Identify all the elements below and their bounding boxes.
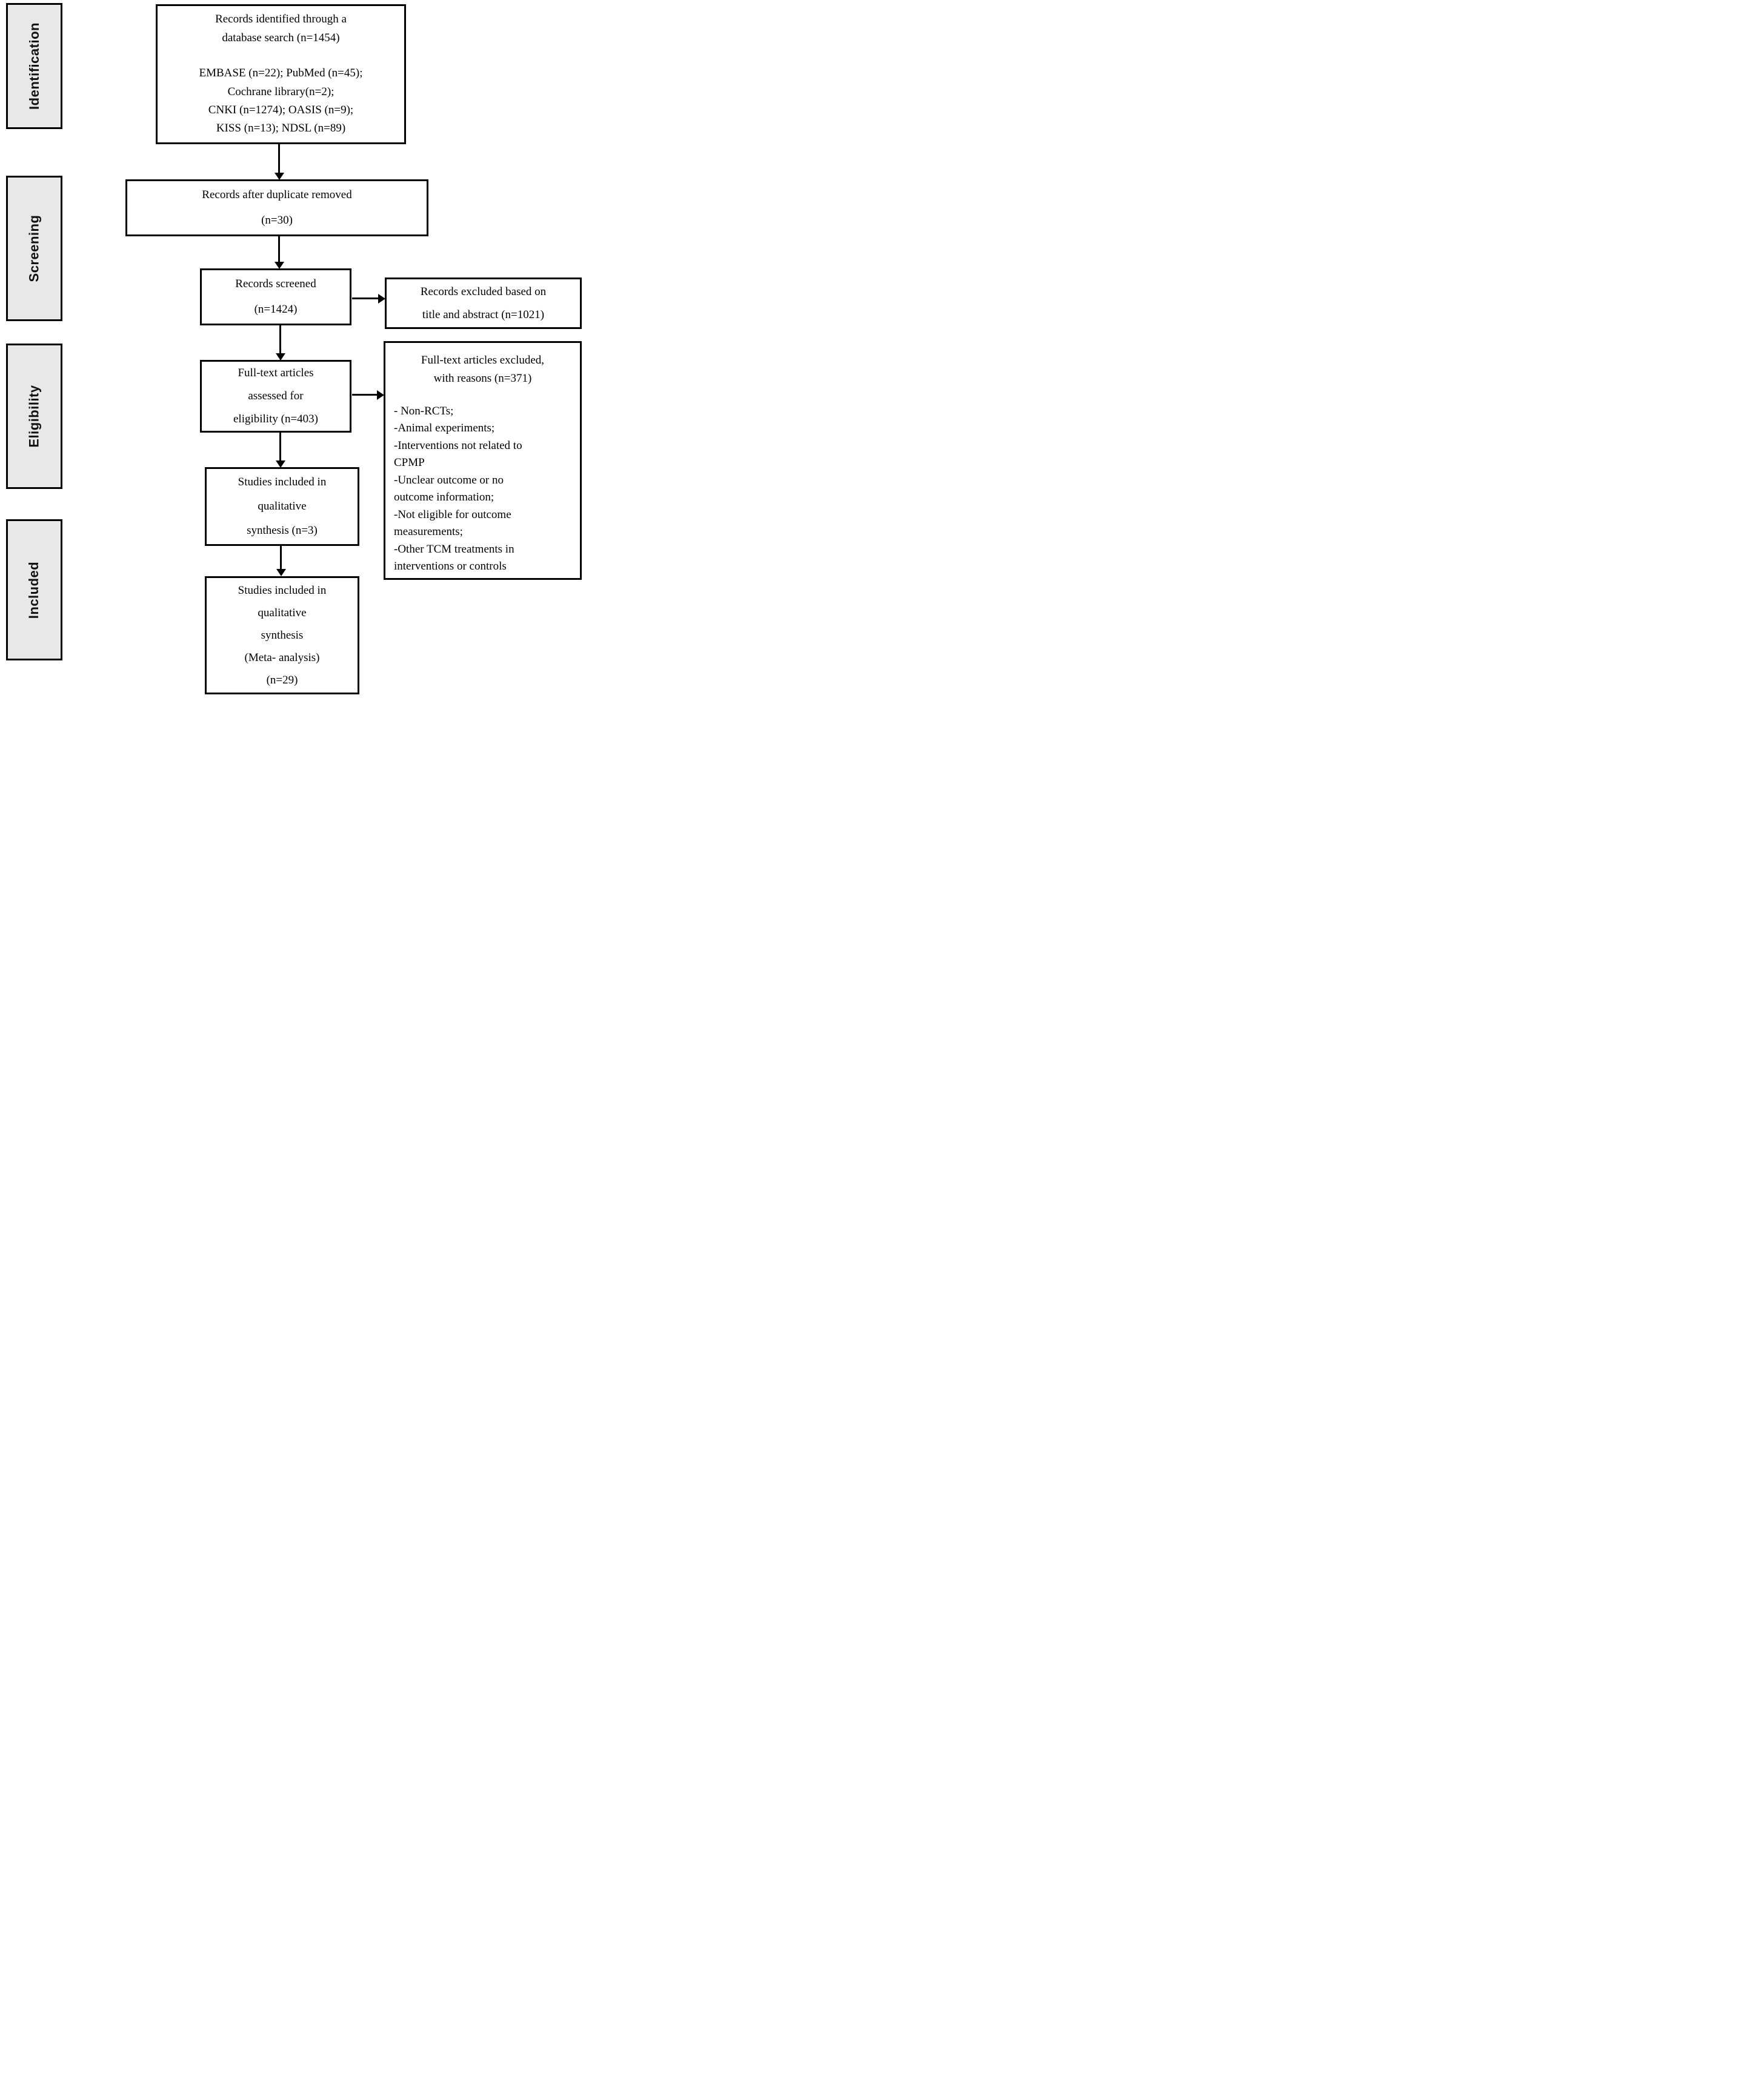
box-text-line: synthesis	[261, 628, 304, 642]
exclusion-reason-line: -Unclear outcome or no	[394, 473, 504, 487]
stage-identification-label: Identification	[26, 22, 42, 110]
arrow-identified-to-duplicates	[274, 144, 284, 180]
box-text-line: Records excluded based on	[420, 285, 547, 298]
box-fulltext-assessed: Full-text articles assessed for eligibil…	[200, 360, 351, 433]
stage-included-label: Included	[26, 561, 42, 619]
box-text-line: Cochrane library(n=2);	[227, 85, 334, 98]
exclusion-reason-line: CPMP	[394, 456, 425, 470]
stage-eligibility: Eligibility	[6, 344, 62, 489]
box-text-line: (n=30)	[261, 214, 293, 227]
stage-included: Included	[6, 519, 62, 660]
box-text-line: assessed for	[248, 390, 304, 402]
box-text-line: Records identified through a	[215, 13, 347, 26]
box-text-line: Records after duplicate removed	[202, 188, 352, 202]
box-text-line: Full-text articles excluded,	[421, 354, 545, 367]
arrow-duplicates-to-screened	[274, 236, 284, 269]
paragraph-gap	[158, 47, 404, 64]
box-text-line: with reasons (n=371)	[433, 372, 532, 385]
exclusion-reason-line: -Interventions not related to	[394, 439, 522, 452]
box-text-line: Full-text articles	[238, 367, 314, 379]
box-text-line: synthesis (n=3)	[247, 524, 318, 537]
stage-eligibility-label: Eligibility	[26, 385, 42, 448]
box-records-screened: Records screened (n=1424)	[200, 268, 351, 325]
stage-screening: Screening	[6, 176, 62, 321]
box-fulltext-excluded: Full-text articles excluded, with reason…	[384, 341, 582, 580]
stage-identification: Identification	[6, 3, 62, 129]
arrow-screened-to-excluded	[352, 293, 385, 304]
box-text-line: KISS (n=13); NDSL (n=89)	[216, 122, 346, 135]
box-text-line: title and abstract (n=1021)	[422, 308, 545, 321]
box-records-excluded-title-abstract: Records excluded based on title and abst…	[385, 278, 582, 329]
prisma-flow-diagram: Identification Screening Eligibility Inc…	[0, 0, 588, 698]
box-duplicates-removed: Records after duplicate removed (n=30)	[125, 179, 428, 236]
exclusion-reason-line: measurements;	[394, 525, 463, 539]
box-text-line: (n=1424)	[254, 303, 298, 316]
box-text-line: CNKI (n=1274); OASIS (n=9);	[208, 103, 354, 116]
box-text-line: Studies included in	[238, 476, 327, 489]
box-text-line: Records screened	[235, 278, 316, 291]
box-qualitative-synthesis: Studies included in qualitative synthesi…	[205, 467, 359, 546]
exclusion-reason-line: interventions or controls	[394, 560, 507, 573]
box-text-line: qualitative	[258, 500, 307, 513]
box-records-identified: Records identified through a database se…	[156, 4, 406, 144]
box-text-line: (n=29)	[266, 674, 298, 687]
arrow-fulltext-to-qualitative	[275, 433, 285, 468]
box-text-line: Studies included in	[238, 583, 327, 597]
stage-screening-label: Screening	[26, 214, 42, 282]
box-text-line: (Meta- analysis)	[244, 651, 320, 665]
box-meta-analysis: Studies included in qualitative synthesi…	[205, 576, 359, 694]
box-text-line: EMBASE (n=22); PubMed (n=45);	[199, 67, 363, 80]
arrow-qualitative-to-meta	[276, 546, 286, 576]
exclusion-reason-line: -Other TCM treatments in	[394, 542, 514, 556]
exclusion-reason-line: -Animal experiments;	[394, 422, 495, 435]
arrow-fulltext-to-excluded	[352, 390, 384, 400]
arrow-screened-to-fulltext	[275, 325, 285, 361]
exclusion-reason-line: - Non-RCTs;	[394, 404, 454, 417]
exclusion-reason-line: -Not eligible for outcome	[394, 508, 511, 521]
box-text-line: eligibility (n=403)	[233, 413, 318, 425]
exclusion-reasons-list: - Non-RCTs; -Animal experiments; -Interv…	[394, 403, 571, 576]
exclusion-reason-line: outcome information;	[394, 491, 494, 504]
box-text-line: qualitative	[258, 606, 307, 619]
box-text-line: database search (n=1454)	[222, 31, 340, 44]
